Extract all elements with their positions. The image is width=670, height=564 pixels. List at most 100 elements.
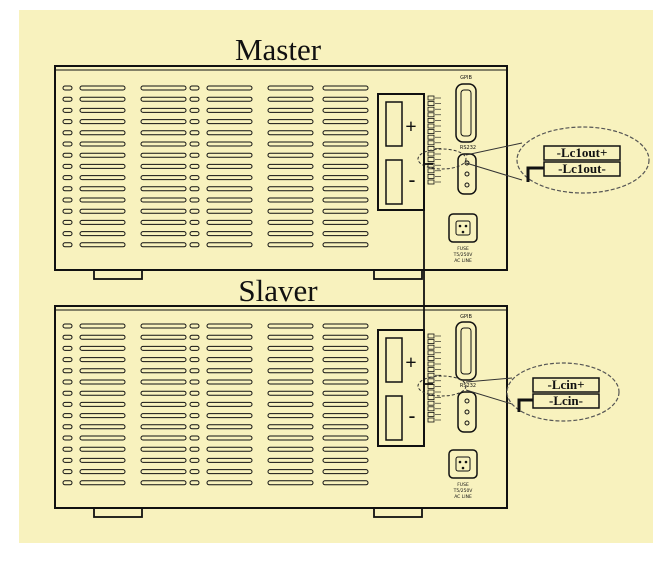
vent-slot — [267, 480, 314, 486]
vent-slot — [322, 480, 369, 486]
vent-slot — [140, 357, 187, 363]
slaver-gpib-label: GPIB — [460, 314, 472, 320]
terminal-pin — [427, 112, 435, 118]
vent-slot — [62, 323, 73, 329]
vent-slot — [189, 368, 200, 374]
vent-slot — [140, 446, 187, 452]
terminal-pin — [427, 367, 435, 373]
vent-slot — [267, 219, 314, 225]
vent-slot — [140, 379, 187, 385]
vent-slot — [62, 390, 73, 396]
vent-slot — [62, 175, 73, 181]
vent-slot — [206, 152, 253, 158]
master-fuse-label-1: FUSE — [457, 246, 469, 252]
terminal-pin — [427, 361, 435, 367]
vent-slot — [322, 379, 369, 385]
vent-slot — [322, 152, 369, 158]
vent-slot — [62, 107, 73, 113]
vent-slot — [189, 357, 200, 363]
vent-slot — [189, 197, 200, 203]
vent-slot — [206, 175, 253, 181]
vent-slot — [267, 96, 314, 102]
vent-slot — [189, 175, 200, 181]
master-fuse-label-2: T5/250V — [453, 252, 474, 258]
vent-slot — [62, 96, 73, 102]
slaver-terminal-label-negative: -Lcin- — [549, 393, 583, 408]
terminal-pin — [427, 168, 435, 174]
vent-slot — [189, 242, 200, 248]
vent-slot — [189, 130, 200, 136]
vent-slot — [322, 96, 369, 102]
master-gpib-label: GPIB — [460, 75, 472, 81]
vent-slot — [322, 457, 369, 463]
slaver-vent-grille — [62, 323, 369, 486]
vent-slot — [140, 368, 187, 374]
vent-slot — [206, 231, 253, 237]
master-rs232-connector: RS232 — [457, 145, 477, 195]
terminal-pin — [427, 179, 435, 185]
vent-slot — [140, 163, 187, 169]
terminal-pin — [427, 140, 435, 146]
vent-slot — [267, 334, 314, 340]
terminal-pin — [427, 134, 435, 140]
vent-slot — [206, 469, 253, 475]
slaver-gpib-connector: GPIB — [455, 314, 477, 381]
vent-slot — [140, 457, 187, 463]
vent-slot — [140, 197, 187, 203]
vent-slot — [189, 413, 200, 419]
terminal-pin — [427, 106, 435, 112]
terminal-pin — [427, 350, 435, 356]
vent-slot — [206, 96, 253, 102]
vent-slot — [62, 357, 73, 363]
master-plus-label: + — [405, 116, 416, 138]
vent-slot — [322, 163, 369, 169]
vent-slot — [322, 219, 369, 225]
slaver-left-foot — [93, 507, 143, 518]
master-terminal-label-negative: -Lc1out- — [558, 161, 606, 176]
vent-slot — [140, 435, 187, 441]
master-rs232-label: RS232 — [460, 145, 476, 151]
terminal-pin — [427, 101, 435, 106]
master-right-foot — [373, 269, 423, 280]
vent-slot — [62, 197, 73, 203]
vent-slot — [206, 446, 253, 452]
vent-slot — [322, 334, 369, 340]
vent-slot — [140, 401, 187, 407]
vent-slot — [79, 401, 126, 407]
vent-slot — [206, 107, 253, 113]
vent-slot — [62, 457, 73, 463]
vent-slot — [62, 480, 73, 486]
vent-slot — [79, 197, 126, 203]
master-gpib-connector: GPIB — [455, 75, 477, 143]
vent-slot — [189, 446, 200, 452]
vent-slot — [189, 401, 200, 407]
slaver-terminal-label-positive: -Lcin+ — [547, 377, 584, 392]
vent-slot — [267, 446, 314, 452]
vent-slot — [140, 413, 187, 419]
terminal-pin — [427, 344, 435, 350]
vent-slot — [140, 130, 187, 136]
vent-slot — [62, 130, 73, 136]
vent-slot — [79, 435, 126, 441]
vent-slot — [189, 208, 200, 214]
vent-slot — [140, 345, 187, 351]
vent-slot — [79, 390, 126, 396]
slaver-right-foot — [373, 507, 423, 518]
vent-slot — [79, 107, 126, 113]
vent-slot — [206, 480, 253, 486]
master-ac-inlet: FUSE T5/250V AC LINE — [448, 213, 478, 264]
vent-slot — [140, 424, 187, 430]
terminal-pin — [427, 123, 435, 129]
vent-slot — [267, 469, 314, 475]
vent-slot — [62, 152, 73, 158]
vent-slot — [206, 186, 253, 192]
vent-slot — [140, 469, 187, 475]
vent-slot — [140, 119, 187, 125]
vent-slot — [79, 345, 126, 351]
vent-slot — [267, 379, 314, 385]
vent-slot — [206, 401, 253, 407]
vent-slot — [206, 334, 253, 340]
vent-slot — [189, 85, 200, 91]
slaver-unit: Slaver + - GPIB RS232 — [54, 273, 620, 518]
vent-slot — [79, 334, 126, 340]
